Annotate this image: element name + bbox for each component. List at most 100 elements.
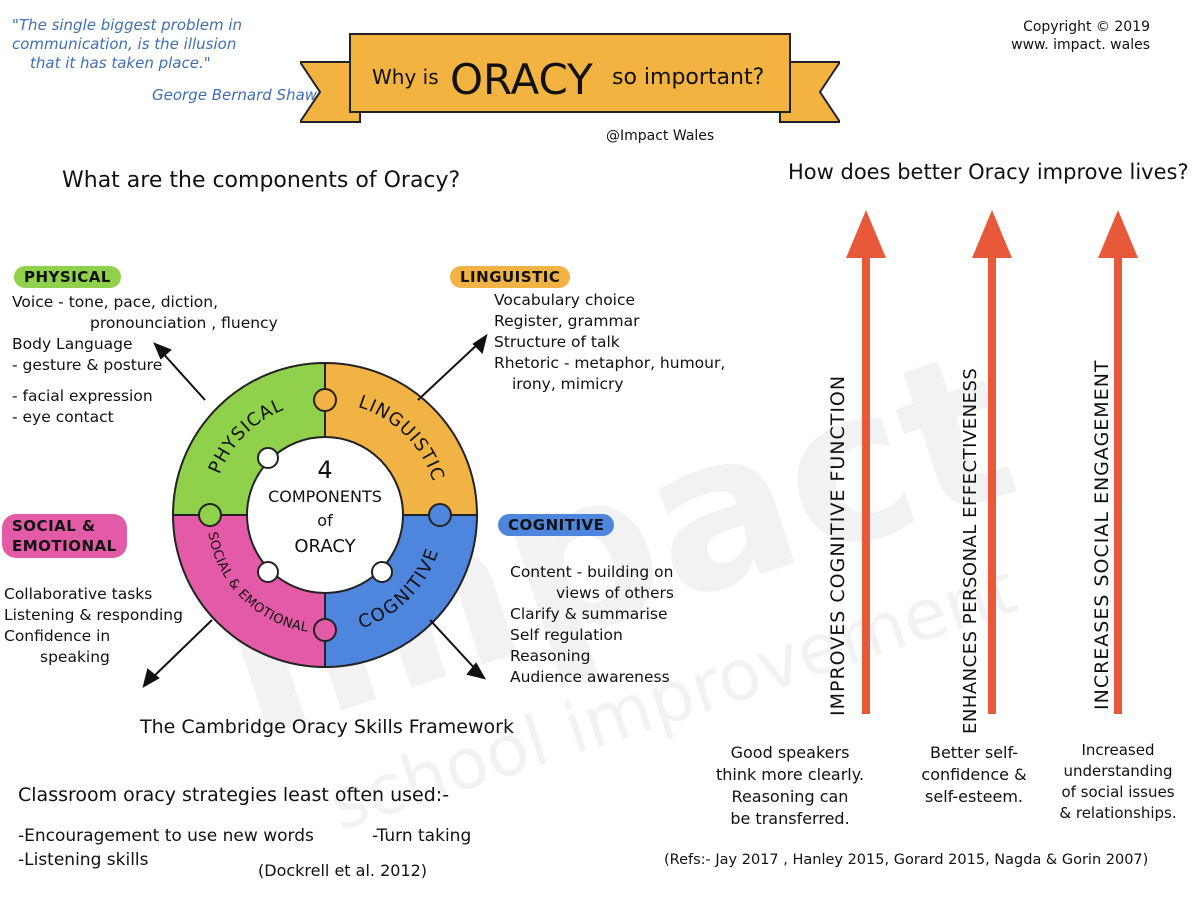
arrow-shaft xyxy=(988,254,996,714)
desc-line: & relationships. xyxy=(1059,804,1177,822)
list-item: irony, mimicry xyxy=(512,375,624,393)
arrow-label: IMPROVES COGNITIVE FUNCTION xyxy=(827,375,849,716)
desc-line: Better self- xyxy=(929,743,1019,762)
puzzle-knob xyxy=(313,618,337,642)
pointer-arrow-physical xyxy=(159,349,206,401)
wheel-center-text: of xyxy=(317,511,333,530)
impact-arrows: IMPROVES COGNITIVE FUNCTION ENHANCES PER… xyxy=(827,210,1138,734)
desc-line: understanding xyxy=(1063,762,1173,780)
strategy-item: -Turn taking xyxy=(372,826,472,846)
puzzle-notch xyxy=(257,561,279,583)
list-item: - eye contact xyxy=(12,408,114,426)
wheel-segment-physical xyxy=(171,361,326,516)
pointer-arrow-cognitive xyxy=(429,619,479,673)
pointer-arrowhead xyxy=(142,668,160,689)
list-item: Clarify & summarise xyxy=(510,605,668,623)
pointer-arrow-linguistic xyxy=(417,341,481,401)
social-tag-line: EMOTIONAL xyxy=(12,537,117,555)
lives-heading: How does better Oracy improve lives? xyxy=(788,160,1189,184)
quote-author: George Bernard Shaw xyxy=(152,86,318,104)
list-item: Collaborative tasks xyxy=(4,585,153,603)
list-item: Content - building on xyxy=(510,563,674,581)
arrow-personal: ENHANCES PERSONAL EFFECTIVENESS xyxy=(960,210,1012,734)
list-item: Reasoning xyxy=(510,647,591,665)
linguistic-list: Vocabulary choice Register, grammar Stru… xyxy=(494,290,725,395)
desc-line: of social issues xyxy=(1061,783,1175,801)
banner-text-main: ORACY xyxy=(450,55,593,104)
arrow-label: ENHANCES PERSONAL EFFECTIVENESS xyxy=(960,368,981,734)
pointer-arrowhead xyxy=(466,662,487,680)
physical-tag: PHYSICAL xyxy=(14,266,121,288)
list-item: Confidence in xyxy=(4,627,111,645)
wheel-segment-cognitive xyxy=(324,514,479,669)
wheel-segment-linguistic xyxy=(324,361,479,516)
oracy-wheel: PHYSICAL LINGUISTIC COGNITIVE SOCIAL & E… xyxy=(171,361,479,669)
list-item: Body Language xyxy=(12,335,133,353)
desc-line: self-esteem. xyxy=(925,787,1023,806)
social-tag-line: SOCIAL & xyxy=(12,517,96,535)
banner-text-post: so important? xyxy=(612,65,764,90)
copyright-line: Copyright © 2019 xyxy=(1023,19,1150,35)
shaw-quote: "The single biggest problem in communica… xyxy=(12,16,242,73)
quote-line: "The single biggest problem in xyxy=(12,16,243,34)
list-item: Self regulation xyxy=(510,626,623,644)
arrow-description-social: Increased understanding of social issues… xyxy=(1048,740,1188,824)
wheel-center-text: ORACY xyxy=(294,536,356,557)
desc-line: Increased xyxy=(1081,741,1155,759)
list-item: views of others xyxy=(556,584,674,602)
pointer-arrow-social xyxy=(149,619,213,681)
wheel-segment-social xyxy=(171,514,326,669)
framework-caption: The Cambridge Oracy Skills Framework xyxy=(140,716,514,738)
strategies-heading: Classroom oracy strategies least often u… xyxy=(18,784,450,806)
cognitive-tag: COGNITIVE xyxy=(498,514,615,536)
physical-list: Voice - tone, pace, diction, pronounciat… xyxy=(12,292,278,428)
list-item: - facial expression xyxy=(12,387,153,405)
arrow-description-personal: Better self- confidence & self-esteem. xyxy=(906,742,1042,808)
desc-line: Reasoning can xyxy=(731,787,849,806)
strategies-citation: (Dockrell et al. 2012) xyxy=(258,861,428,880)
pointer-arrowhead xyxy=(472,333,488,354)
components-heading: What are the components of Oracy? xyxy=(62,168,461,193)
social-list: Collaborative tasks Listening & respondi… xyxy=(4,584,183,668)
arrow-label: INCREASES SOCIAL ENGAGEMENT xyxy=(1091,359,1113,710)
desc-line: be transferred. xyxy=(730,809,850,828)
list-item: Vocabulary choice xyxy=(494,291,636,309)
arrow-shaft xyxy=(862,254,870,714)
desc-line: think more clearly. xyxy=(715,765,865,784)
puzzle-notch xyxy=(371,561,393,583)
list-item: Structure of talk xyxy=(494,333,620,351)
copyright-url: www. impact. wales xyxy=(1011,37,1150,53)
arrow-head xyxy=(972,210,1012,258)
copyright: Copyright © 2019 www. impact. wales xyxy=(970,18,1150,54)
banner-body xyxy=(349,33,791,113)
arrow-cognitive: IMPROVES COGNITIVE FUNCTION xyxy=(827,210,886,716)
list-item: speaking xyxy=(40,648,110,666)
wheel-center-text: COMPONENTS xyxy=(268,487,382,506)
strategy-item: -Encouragement to use new words xyxy=(18,826,314,846)
quote-line: that it has taken place." xyxy=(30,54,211,72)
cognitive-list: Content - building on views of others Cl… xyxy=(510,562,674,688)
arrow-social: INCREASES SOCIAL ENGAGEMENT xyxy=(1091,210,1138,714)
list-item: Listening & responding xyxy=(4,606,183,624)
puzzle-notch xyxy=(257,447,279,469)
desc-line: confidence & xyxy=(921,765,1027,784)
list-item: Rhetoric - metaphor, humour, xyxy=(494,354,726,372)
puzzle-knob xyxy=(428,503,452,527)
list-item: pronounciation , fluency xyxy=(90,314,278,332)
references: (Refs:- Jay 2017 , Hanley 2015, Gorard 2… xyxy=(664,852,1149,868)
list-item: Voice - tone, pace, diction, xyxy=(12,293,219,311)
wheel-center-number: 4 xyxy=(317,456,332,484)
list-item: Audience awareness xyxy=(510,668,670,686)
arrow-head xyxy=(846,210,886,258)
twitter-handle: @Impact Wales xyxy=(606,128,715,144)
list-item: Register, grammar xyxy=(494,312,640,330)
puzzle-knob xyxy=(313,388,337,412)
banner-text-pre: Why is xyxy=(372,65,439,89)
pointer-arrowhead xyxy=(153,342,172,360)
arrow-head xyxy=(1098,210,1138,258)
puzzle-knob xyxy=(198,503,222,527)
desc-line: Good speakers xyxy=(730,743,850,762)
title-banner: Why is ORACY so important? xyxy=(300,33,840,123)
social-tag: SOCIAL & EMOTIONAL xyxy=(2,514,127,558)
